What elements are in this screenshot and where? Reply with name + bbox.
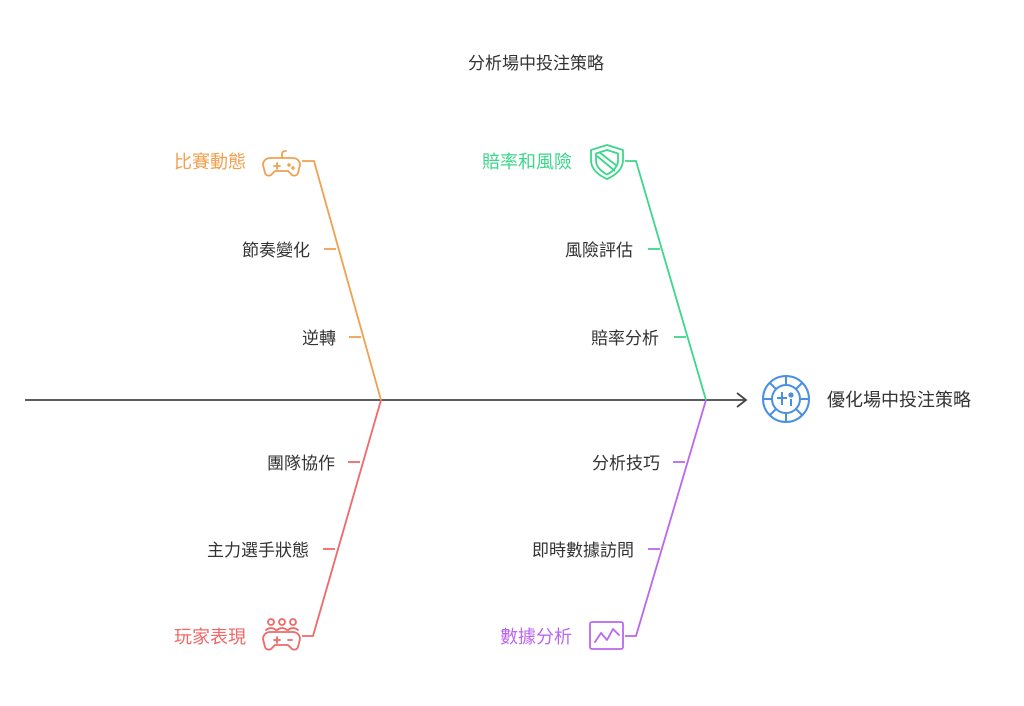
category-label-odds-risk: 賠率和風險 <box>482 152 572 173</box>
cause-label: 賠率分析 <box>591 329 659 349</box>
cause-label: 分析技巧 <box>592 454 660 474</box>
player-performance-bone <box>302 399 382 637</box>
category-label-match-dynamics: 比賽動態 <box>174 151 246 173</box>
category-label-data-analysis: 數據分析 <box>500 627 572 648</box>
roulette-wheel-icon <box>762 375 810 423</box>
odds-risk-bone <box>625 160 707 401</box>
diagram-title: 分析場中投注策略 <box>468 54 604 74</box>
cause-label: 節奏變化 <box>242 241 310 261</box>
match-dynamics-bone <box>302 160 382 401</box>
branch-data-analysis: 數據分析 分析技巧 即時數據訪問 <box>500 399 707 650</box>
branch-player-performance: 玩家表現 團隊協作 主力選手狀態 <box>174 399 382 651</box>
cause-label: 風險評估 <box>565 241 633 261</box>
data-analysis-bone <box>625 399 707 637</box>
cause-label: 逆轉 <box>302 329 336 349</box>
cause-label: 主力選手狀態 <box>207 541 309 561</box>
effect-label: 優化場中投注策略 <box>827 390 971 411</box>
gamepad-icon <box>262 150 301 177</box>
category-label-player-performance: 玩家表現 <box>174 627 246 648</box>
branch-odds-risk: 賠率和風險 風險評估 賠率分析 <box>482 144 707 401</box>
shield-icon <box>590 144 624 180</box>
cause-label: 即時數據訪問 <box>532 541 634 561</box>
branch-match-dynamics: 比賽動態 節奏變化 逆轉 <box>174 150 382 401</box>
cause-label: 團隊協作 <box>267 454 335 474</box>
spine-arrowhead <box>736 392 748 408</box>
team-controller-icon <box>262 618 301 651</box>
line-chart-icon <box>589 621 624 650</box>
